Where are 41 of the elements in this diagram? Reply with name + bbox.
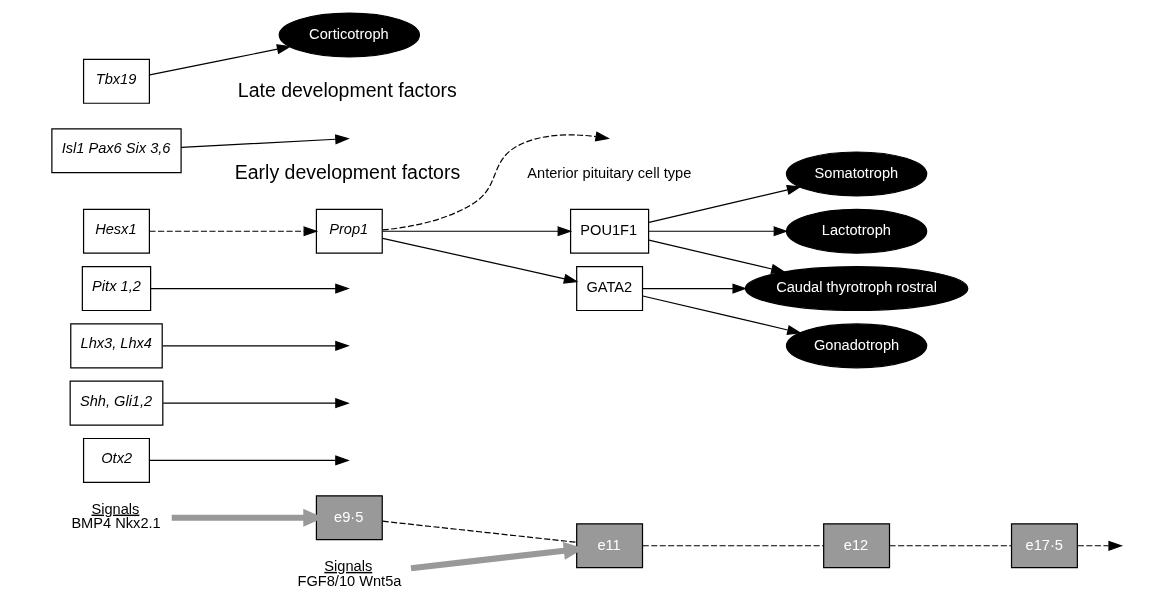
arrow xyxy=(381,226,572,237)
arrow xyxy=(641,283,747,294)
node-box: e9·5 xyxy=(315,495,383,541)
connector xyxy=(381,520,577,543)
node-box: e17·5 xyxy=(1010,523,1078,569)
node-box: Prop1 xyxy=(315,208,383,254)
node-text: Signals BMP4 Nkx2.1 xyxy=(70,500,161,532)
connector xyxy=(888,545,1012,547)
node-box: GATA2 xyxy=(575,266,643,312)
arrow xyxy=(647,239,786,274)
label: Early development factors xyxy=(234,160,460,183)
arrow xyxy=(148,44,291,76)
node-box: Shh, Gli1,2 xyxy=(69,380,163,426)
node-box: e11 xyxy=(575,523,643,569)
arrow xyxy=(381,131,610,231)
arrow xyxy=(162,398,350,409)
node-box: Isl1 Pax6 Six 3,6 xyxy=(50,128,182,174)
node-box: Pitx 1,2 xyxy=(81,266,151,312)
arrow xyxy=(381,237,578,284)
arrow xyxy=(149,283,350,294)
node-box: e12 xyxy=(822,523,890,569)
node-box: Tbx19 xyxy=(82,58,150,104)
arrow xyxy=(647,226,788,237)
label: Anterior pituitary cell type xyxy=(526,164,691,181)
arrow xyxy=(161,340,350,351)
arrow xyxy=(1076,540,1123,551)
node-box: POU1F1 xyxy=(569,208,649,254)
node-ellipse: Lactotroph xyxy=(785,208,927,254)
node-box: Otx2 xyxy=(82,437,150,483)
node-ellipse: Caudal thyrotroph rostral xyxy=(744,266,968,312)
arrow xyxy=(148,226,318,237)
node-box: Hesx1 xyxy=(82,208,150,254)
arrow xyxy=(647,184,801,223)
arrow xyxy=(148,455,350,466)
label: Late development factors xyxy=(237,78,457,101)
node-text: Signals FGF8/10 Wnt5a xyxy=(297,557,401,589)
node-ellipse: Corticotroph xyxy=(278,12,420,58)
connector xyxy=(641,545,824,547)
arrow xyxy=(180,134,350,149)
node-box: Lhx3, Lhx4 xyxy=(69,323,163,369)
arrow xyxy=(641,295,802,335)
